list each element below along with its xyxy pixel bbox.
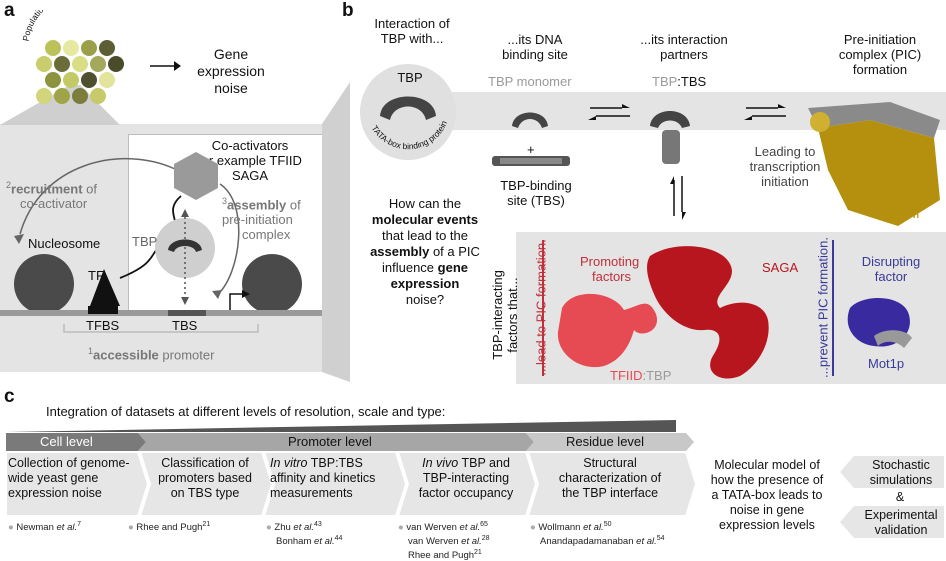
residue-level-label: Residue level [566, 434, 645, 449]
ref-wollmann: ● Wollmann et al.50 Anandapadamanaban et… [530, 521, 665, 548]
tbs-label-a: TBS [172, 318, 198, 333]
accessible-promoter-label: 1accessible promoter [88, 346, 215, 363]
tfbs-label: TFBS [86, 318, 120, 333]
arrow-to-noise [150, 61, 181, 71]
nucleosome-label: Nucleosome [28, 236, 101, 251]
population-label: Population of isogenic cells [20, 10, 110, 42]
ref-zhu-bonham: ● Zhu et al.43 Bonham et al.44 [266, 521, 343, 548]
question-text: How can the molecular events that lead t… [370, 196, 480, 307]
lead-to-divider [542, 240, 544, 376]
panel-a-drawing [0, 152, 322, 333]
resolution-wedge [6, 420, 676, 432]
factors-structures [557, 246, 912, 379]
tbp-label-a: TBP [132, 234, 158, 249]
plus-sign: + [527, 142, 535, 157]
panel-b-letter: b [342, 0, 354, 21]
zoom-connector-b [322, 82, 350, 382]
saga-label: SAGA [762, 260, 799, 275]
cell-level-label: Cell level [40, 434, 93, 449]
tbp-tbs-label: TBP:TBS [652, 74, 707, 89]
prevent-divider [832, 240, 834, 376]
tf-label: TF [88, 268, 104, 283]
level-header-bar [6, 433, 694, 451]
validation-arrows [840, 456, 944, 538]
mot1p-label: Mot1p [868, 356, 905, 371]
ampersand: & [895, 490, 905, 504]
panel-a-letter: a [4, 0, 15, 21]
ref-van-werven: ● van Werven et al.65 van Werven et al.2… [398, 521, 490, 561]
step-chevrons [6, 452, 696, 516]
tbp-circle-label: TBP [397, 70, 423, 85]
pol-ii-label: Pol II [890, 206, 920, 221]
tbp-monomer-label: TBP monomer [488, 74, 572, 89]
zoom-wedge-a [0, 85, 120, 125]
ref-newman: ● Newman et al.7 [8, 521, 82, 534]
tfiid-tbp-label: TFIID:TBP [610, 368, 672, 383]
ref-rhee-1: ● Rhee and Pugh21 [128, 521, 211, 534]
panel-b-drawing: TATA-box binding protein [360, 64, 940, 226]
integration-label: Integration of datasets at different lev… [46, 404, 446, 419]
svg-text:Population of isogenic cells: Population of isogenic cells [20, 10, 110, 42]
panel-c-letter: c [4, 386, 15, 407]
cell-population: Population of isogenic cells [20, 10, 124, 104]
promoter-level-label: Promoter level [288, 434, 372, 449]
